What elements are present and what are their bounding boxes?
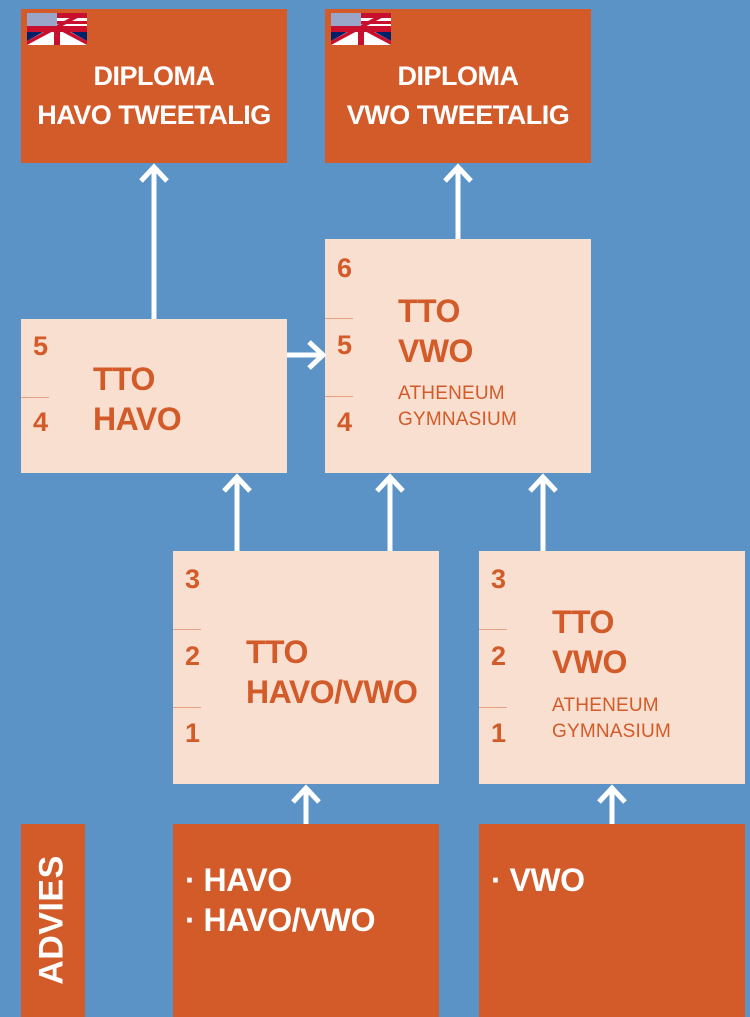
arrow-up-icon xyxy=(597,784,627,824)
diploma-vwo-box: DIPLOMA VWO TWEETALIG xyxy=(325,9,591,163)
advies-label: ADVIES xyxy=(32,855,71,985)
diploma-vwo-text: DIPLOMA VWO TWEETALIG xyxy=(325,57,591,135)
year-1: 1 xyxy=(491,718,507,748)
advies-vwo-box: · VWO xyxy=(479,824,745,1017)
tto-havo-box: 5 4 TTO HAVO xyxy=(21,319,287,473)
tto-vwo-upper-line2: VWO xyxy=(398,333,473,369)
year-3: 3 xyxy=(491,564,507,594)
advies-vwo-item-1: · VWO xyxy=(491,862,585,898)
year-5: 5 xyxy=(337,330,353,360)
tto-vwo-upper-sub1: ATHENEUM xyxy=(398,383,505,404)
year-divider xyxy=(479,707,507,708)
year-4: 4 xyxy=(33,407,49,437)
advies-havo-box: · HAVO · HAVO/VWO xyxy=(173,824,439,1017)
tto-havo-vwo-line1: TTO xyxy=(246,634,308,670)
year-divider xyxy=(21,397,49,398)
year-divider xyxy=(173,629,201,630)
year-4: 4 xyxy=(337,407,353,437)
year-divider xyxy=(325,318,353,319)
tto-havo-line1: TTO xyxy=(93,361,155,397)
year-divider xyxy=(173,707,201,708)
arrow-up-icon xyxy=(443,163,473,239)
tto-vwo-lower-line1: TTO xyxy=(552,604,614,640)
diploma-vwo-line2: VWO TWEETALIG xyxy=(346,100,570,130)
year-5: 5 xyxy=(33,331,49,361)
arrow-up-icon xyxy=(291,784,321,824)
year-divider xyxy=(325,396,353,397)
tto-havo-line2: HAVO xyxy=(93,401,182,437)
tto-vwo-lower-box: 3 2 1 TTO VWO ATHENEUM GYMNASIUM xyxy=(479,551,745,784)
uk-us-flag-icon xyxy=(331,13,391,45)
uk-us-flag-icon xyxy=(27,13,87,45)
year-1: 1 xyxy=(185,718,201,748)
tto-vwo-lower-sub2: GYMNASIUM xyxy=(552,721,671,742)
year-3: 3 xyxy=(185,564,201,594)
diploma-havo-line1: DIPLOMA xyxy=(93,61,216,91)
year-divider xyxy=(479,629,507,630)
tto-vwo-lower-sub1: ATHENEUM xyxy=(552,695,659,716)
advies-havo-item-1: · HAVO xyxy=(185,862,292,898)
arrow-right-icon xyxy=(287,340,327,370)
tto-havo-vwo-line2: HAVO/VWO xyxy=(246,674,418,710)
arrow-up-icon xyxy=(139,163,169,319)
year-2: 2 xyxy=(185,641,201,671)
tto-vwo-upper-line1: TTO xyxy=(398,293,460,329)
tto-havo-vwo-box: 3 2 1 TTO HAVO/VWO xyxy=(173,551,439,784)
diploma-havo-box: DIPLOMA HAVO TWEETALIG xyxy=(21,9,287,163)
year-6: 6 xyxy=(337,253,353,283)
year-2: 2 xyxy=(491,641,507,671)
diploma-havo-line2: HAVO TWEETALIG xyxy=(37,100,271,130)
arrow-up-icon xyxy=(375,473,405,551)
advies-havo-item-2: · HAVO/VWO xyxy=(185,902,375,938)
tto-vwo-upper-box: 6 5 4 TTO VWO ATHENEUM GYMNASIUM xyxy=(325,239,591,473)
tto-vwo-upper-sub2: GYMNASIUM xyxy=(398,409,517,430)
arrow-up-icon xyxy=(222,473,252,551)
tto-vwo-lower-line2: VWO xyxy=(552,644,627,680)
advies-label-box xyxy=(21,824,85,1017)
diploma-havo-text: DIPLOMA HAVO TWEETALIG xyxy=(21,57,287,135)
diploma-vwo-line1: DIPLOMA xyxy=(397,61,520,91)
arrow-up-icon xyxy=(528,473,558,551)
